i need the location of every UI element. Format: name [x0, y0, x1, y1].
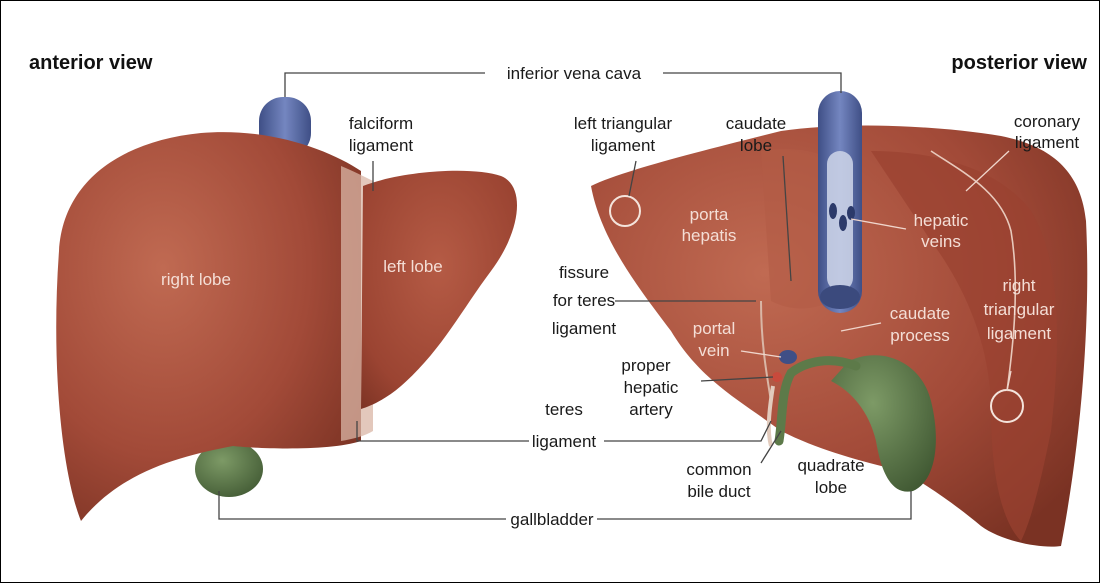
label-common-bile-2: bile duct — [687, 482, 751, 501]
label-fissure-3: ligament — [552, 319, 617, 338]
label-caudate-lobe-1: caudate — [726, 114, 787, 133]
label-right-lobe: right lobe — [161, 270, 231, 289]
hepatic-vein-opening — [839, 215, 847, 231]
teres-leader-left — [357, 421, 529, 441]
label-teres-2: ligament — [532, 432, 597, 451]
label-left-triangular-1: left triangular — [574, 114, 673, 133]
hepatic-vein-opening — [829, 203, 837, 219]
label-portal-vein-2: vein — [698, 341, 729, 360]
label-fissure-1: fissure — [559, 263, 609, 282]
label-right-triangular-2: triangular — [984, 300, 1055, 319]
label-fissure-2: for teres — [553, 291, 615, 310]
label-right-triangular-1: right — [1002, 276, 1035, 295]
label-portal-vein-1: portal — [693, 319, 736, 338]
label-hepatic-veins-2: veins — [921, 232, 961, 251]
label-falciform-2: ligament — [349, 136, 414, 155]
label-proper-hepatic-1: proper — [621, 356, 670, 375]
label-quadrate-2: lobe — [815, 478, 847, 497]
anterior-left-lobe — [361, 171, 517, 409]
label-caudate-process-2: process — [890, 326, 950, 345]
label-hepatic-veins-1: hepatic — [914, 211, 969, 230]
label-gallbladder: gallbladder — [510, 510, 594, 529]
label-right-triangular-3: ligament — [987, 324, 1052, 343]
ivc-leader-left — [285, 73, 485, 97]
label-left-triangular-2: ligament — [591, 136, 656, 155]
label-proper-hepatic-2: hepatic — [624, 378, 679, 397]
label-falciform-1: falciform — [349, 114, 413, 133]
label-teres-1: teres — [545, 400, 583, 419]
label-inferior-vena-cava: inferior vena cava — [507, 64, 642, 83]
anterior-view-heading: anterior view — [29, 52, 153, 74]
label-coronary-2: ligament — [1015, 133, 1080, 152]
label-porta-hepatis-2: hepatis — [682, 226, 737, 245]
label-caudate-lobe-2: lobe — [740, 136, 772, 155]
label-common-bile-1: common — [686, 460, 751, 479]
anterior-liver — [56, 97, 517, 521]
hepatic-artery-shape — [772, 372, 782, 382]
hepatic-vein-opening — [847, 206, 855, 220]
gallbladder-leader-right — [597, 491, 911, 519]
ivc-leader-right — [663, 73, 841, 93]
label-porta-hepatis-1: porta — [690, 205, 729, 224]
portal-vein-shape — [779, 350, 797, 364]
vena-cava-bottom — [820, 285, 860, 309]
teres-leader-right — [604, 421, 771, 441]
label-left-lobe: left lobe — [383, 257, 443, 276]
posterior-view-heading: posterior view — [951, 52, 1087, 74]
label-proper-hepatic-3: artery — [629, 400, 673, 419]
label-coronary-1: coronary — [1014, 112, 1081, 131]
label-quadrate-1: quadrate — [797, 456, 864, 475]
gallbladder-leader-left — [219, 491, 506, 519]
label-caudate-process-1: caudate — [890, 304, 951, 323]
